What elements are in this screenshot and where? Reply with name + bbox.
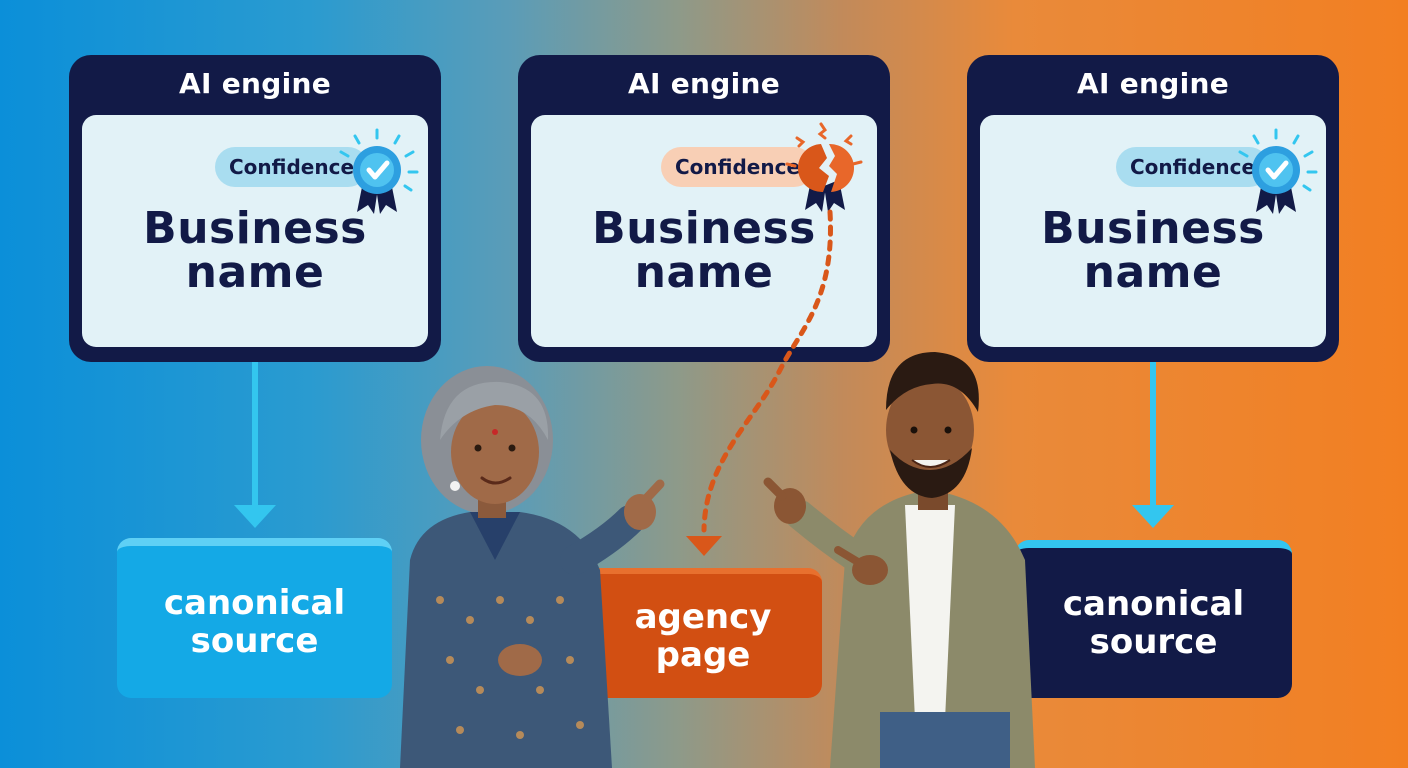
canonical-source-box-right: canonical source	[1015, 540, 1292, 698]
arrowhead-left	[234, 505, 276, 528]
woman-illustration	[400, 366, 665, 768]
arrowhead-middle	[686, 536, 722, 556]
confidence-pill: Confidence	[1116, 147, 1270, 187]
badge-check-icon	[339, 128, 419, 214]
source-label: canonical source	[1062, 584, 1245, 662]
badge-broken-icon	[785, 122, 863, 212]
engine-title: AI engine	[627, 67, 781, 100]
engine-title: AI engine	[178, 67, 332, 100]
badge-check-icon	[1238, 128, 1318, 214]
ai-engine-card-3: AI engine Confidence Business name	[967, 55, 1339, 362]
man-illustration	[763, 352, 1035, 768]
agency-page-box: agency page	[584, 568, 822, 698]
canonical-source-box-left: canonical source	[117, 538, 392, 698]
connector-middle-dotted	[701, 209, 833, 533]
confidence-pill: Confidence	[661, 147, 815, 187]
source-label: canonical source	[163, 583, 346, 661]
business-name: Business name	[143, 203, 367, 298]
confidence-pill: Confidence	[215, 147, 369, 187]
source-label: agency page	[634, 597, 772, 675]
ai-engine-card-1: AI engine Confidence Business name	[69, 55, 441, 362]
engine-title: AI engine	[1076, 67, 1230, 100]
business-name: Business name	[592, 203, 816, 298]
business-name: Business name	[1041, 203, 1265, 298]
arrowhead-right	[1132, 505, 1174, 528]
